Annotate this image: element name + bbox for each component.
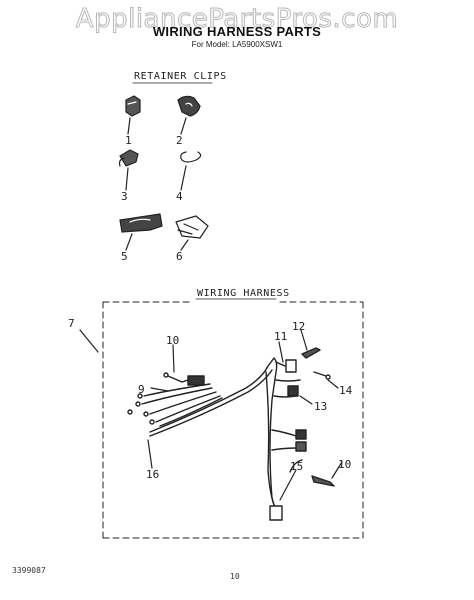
callout-5: 5: [121, 250, 128, 263]
callout-1: 1: [125, 134, 132, 147]
retainer-clip-6: [175, 215, 209, 239]
retainer-clip-4: [180, 151, 202, 163]
retainer-clip-5: [119, 213, 163, 233]
model-subtitle: For Model: LA5900XSW1: [191, 40, 283, 49]
callout-16: 16: [146, 468, 160, 481]
callout-11: 11: [274, 330, 288, 343]
callout-6: 6: [176, 250, 183, 263]
watermark-logo: AppliancePartsPros.com: [75, 4, 399, 35]
callout-2: 2: [176, 134, 183, 147]
callout-13: 13: [314, 400, 328, 413]
callout-4: 4: [176, 190, 183, 203]
retainer-clip-3: [118, 149, 139, 167]
callout-7: 7: [68, 317, 75, 330]
callout-15: 15: [290, 460, 304, 473]
wiring-harness: [127, 347, 335, 521]
retainer-clip-2: [177, 95, 201, 117]
page-number: 10: [230, 572, 240, 581]
retainer-clips-heading: RETAINER CLIPS: [134, 71, 227, 82]
footer-code: 3399087: [12, 566, 46, 575]
callout-3: 3: [121, 190, 128, 203]
wiring-harness-heading: WIRING HARNESS: [197, 288, 290, 299]
page-title: WIRING HARNESS PARTS: [152, 24, 322, 39]
callout-14: 14: [339, 384, 353, 397]
retainer-clip-1: [125, 95, 141, 117]
callout-10-right: 10: [338, 458, 352, 471]
callout-10-left: 10: [166, 334, 180, 347]
callout-9: 9: [138, 383, 145, 396]
callout-12: 12: [292, 320, 306, 333]
harness-frame: [102, 301, 364, 539]
